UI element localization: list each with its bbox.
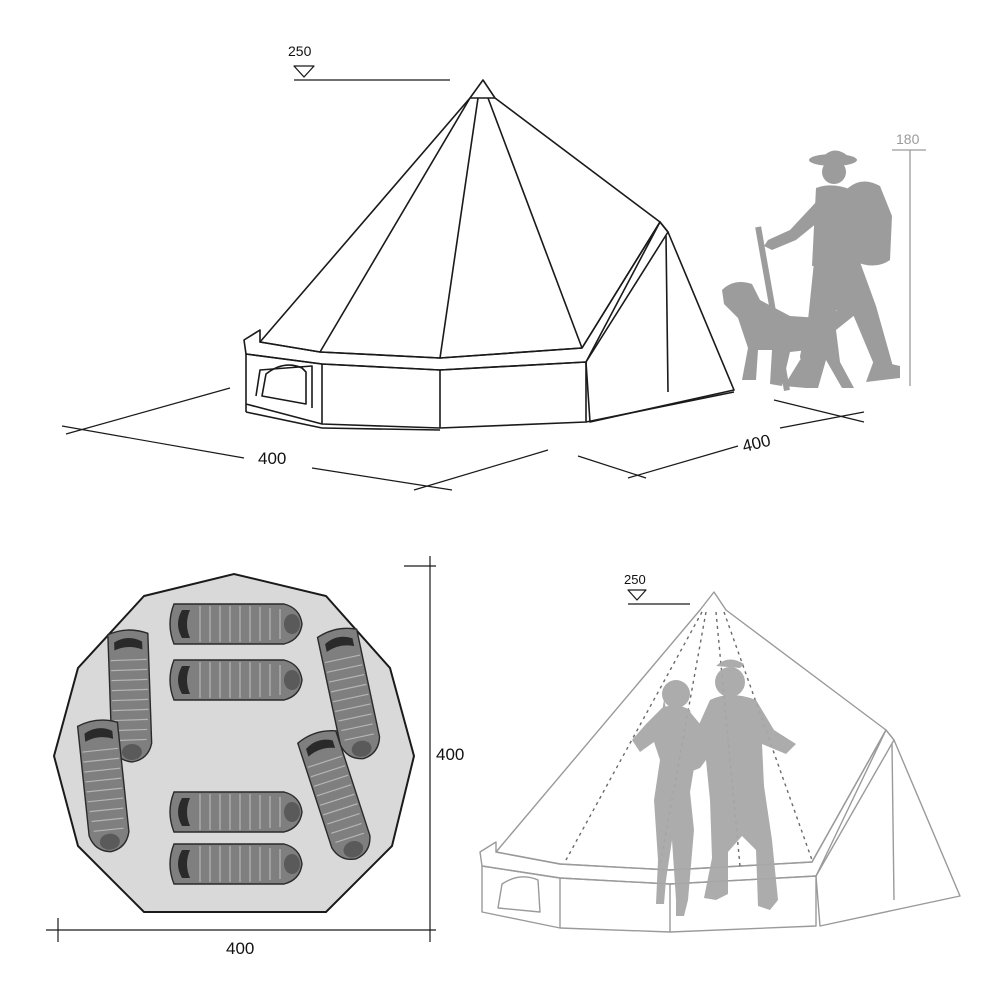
depth-label-top: 400 [740,431,772,456]
couple-silhouette [632,659,796,916]
sleeping-bag-3 [169,791,303,833]
floor-height-label: 400 [436,745,464,764]
sleeping-bag-2 [169,659,303,701]
interior-height-label: 250 [624,572,646,587]
sleeping-bag-4 [169,843,303,885]
height-marker-top [293,65,450,81]
tent-window [261,364,307,405]
hiker-with-dog-silhouette [722,150,900,391]
tent-wall [245,353,587,429]
person-height-marker [892,149,926,386]
tent-perspective-view [243,65,735,431]
top-height-label: 250 [288,43,312,59]
floor-plan [46,556,436,942]
tent-entrance [585,221,735,423]
dimension-lines-top [61,387,865,491]
sleeping-bag-1 [169,603,303,645]
person-height-label: 180 [896,131,920,147]
floor-width-label: 400 [226,939,254,958]
width-label-top: 400 [258,449,286,468]
floor-dimension-lines [46,556,436,942]
